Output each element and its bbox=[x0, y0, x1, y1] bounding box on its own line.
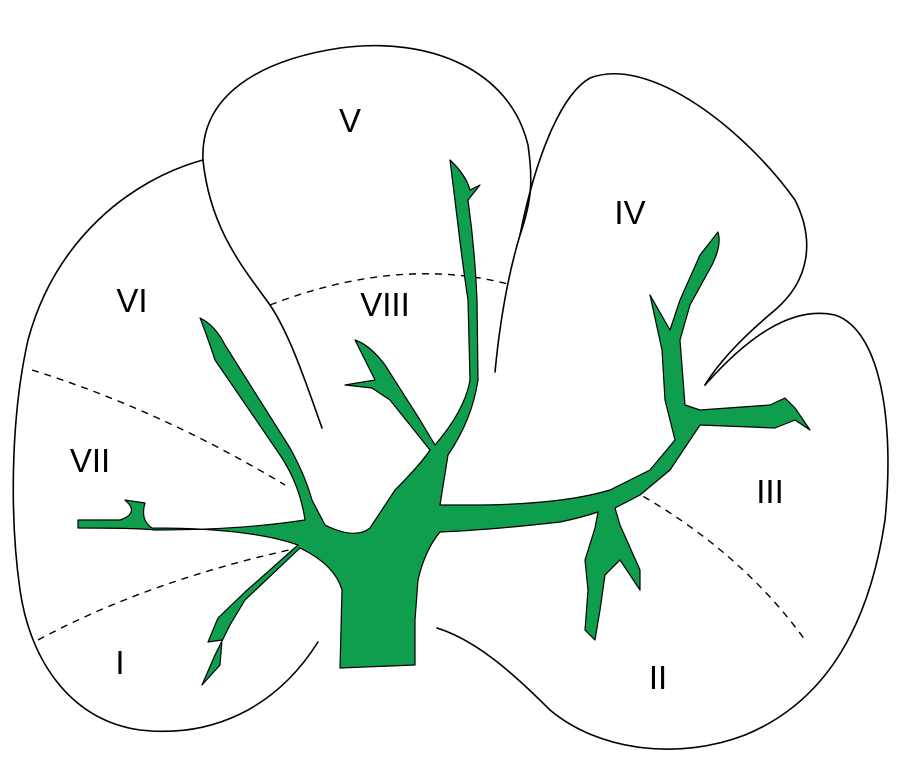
segment-label-vi: VI bbox=[116, 282, 147, 319]
segment-label-iii: III bbox=[756, 473, 784, 510]
segment-label-v: V bbox=[339, 102, 361, 139]
left-lobe-outline bbox=[13, 160, 318, 731]
vascular-tree bbox=[78, 160, 810, 685]
segment-label-iv: IV bbox=[614, 194, 645, 231]
superior-lobe-outline bbox=[203, 46, 531, 428]
segment-label-vii: VII bbox=[70, 442, 110, 479]
segment-label-ii: II bbox=[649, 659, 667, 696]
divider-vii-i bbox=[38, 548, 298, 640]
segment-label-i: I bbox=[115, 644, 124, 681]
organ-outline bbox=[13, 46, 888, 750]
segment-label-viii: VIII bbox=[360, 286, 410, 323]
divider-ii-iii bbox=[632, 490, 805, 640]
segment-dividers bbox=[32, 274, 805, 640]
vascular-tree-shape bbox=[78, 160, 810, 685]
